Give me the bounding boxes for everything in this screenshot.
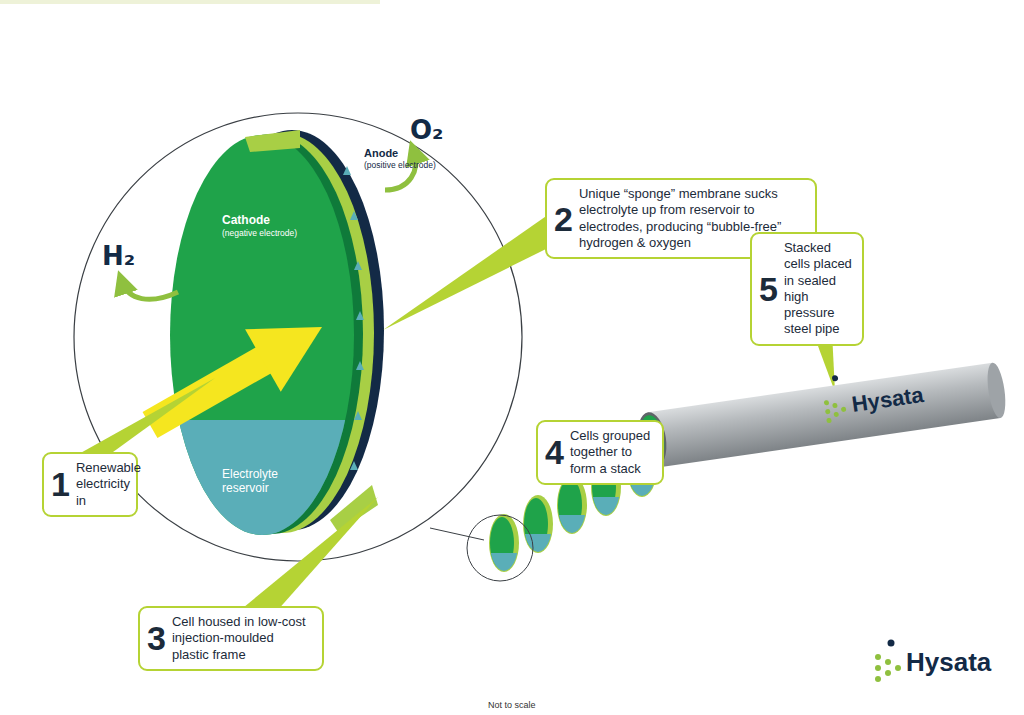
part-label: Cathode [222, 214, 270, 228]
steel-pipe [633, 352, 1009, 470]
callout-text: Renewable electricity in [76, 460, 141, 509]
small-zoom-circle [467, 515, 533, 581]
zoom-line [430, 528, 484, 540]
callout-text: Stacked cells placed in sealed high pres… [784, 240, 853, 338]
part-label: Electrolyte reservoir [222, 468, 302, 496]
electricity-arrow [132, 296, 340, 457]
cell-disc [160, 130, 384, 550]
callout-number: 3 [147, 621, 166, 655]
top-bar [0, 0, 380, 4]
callout-box: 5Stacked cells placed in sealed high pre… [750, 232, 864, 346]
callout-number: 4 [545, 435, 564, 469]
part-label: Hysata [906, 648, 991, 678]
callout-number: 2 [554, 202, 573, 236]
hydrogen-arrow [122, 282, 178, 299]
callout-box: 1Renewable electricity in [42, 452, 138, 517]
part-label: (positive electrode) [364, 161, 436, 171]
logo-dots [875, 640, 901, 683]
part-label: H₂ [102, 242, 135, 272]
callout-text: Cell housed in low-cost injection-moulde… [172, 614, 313, 663]
part-label: Anode [364, 147, 398, 160]
callout-number: 5 [759, 272, 778, 306]
callout-number: 1 [51, 467, 70, 501]
callout-box: 3Cell housed in low-cost injection-mould… [138, 606, 324, 671]
callout-box: 4Cells grouped together to form a stack [536, 420, 664, 485]
zoom-circle [74, 113, 522, 561]
part-label: (negative electrode) [222, 229, 297, 239]
callout-text: Cells grouped together to form a stack [570, 428, 653, 477]
part-label: O₂ [410, 116, 444, 146]
part-label: Not to scale [488, 700, 536, 710]
